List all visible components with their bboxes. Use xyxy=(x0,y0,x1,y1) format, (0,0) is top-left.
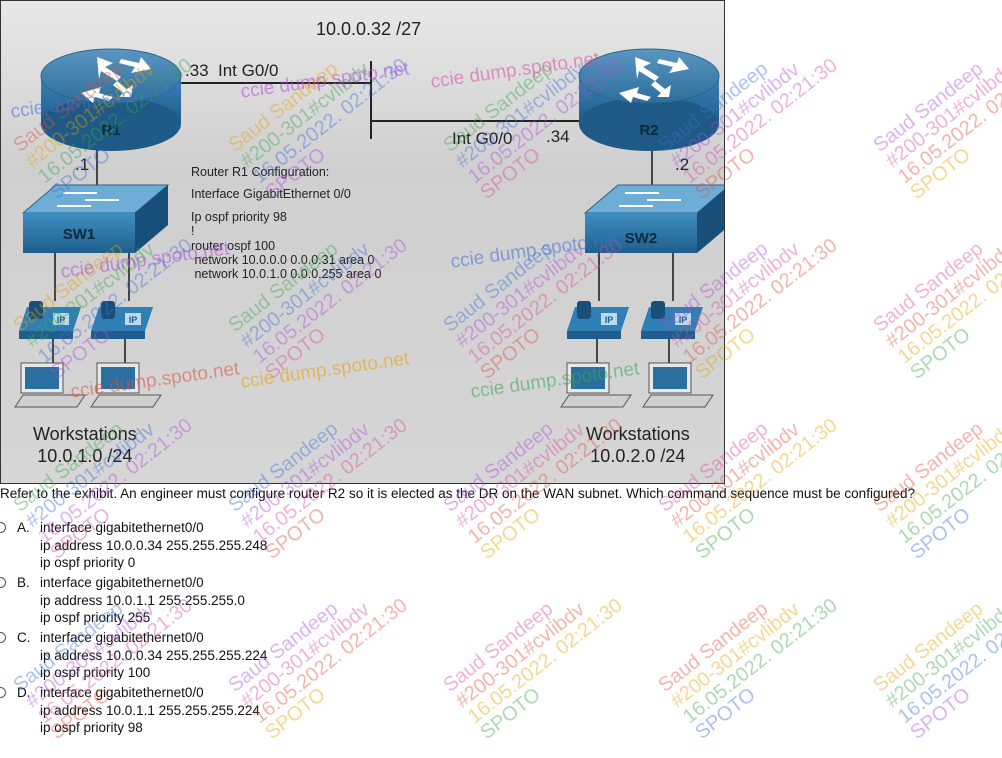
left-workstations-title: Workstations xyxy=(33,424,137,444)
radio-button-a[interactable] xyxy=(0,522,6,533)
workstation-icons xyxy=(14,362,714,408)
option-command-line: ip ospf priority 255 xyxy=(40,610,151,625)
watermark-line: SPOTO xyxy=(906,683,975,744)
r1-config-line: ! xyxy=(191,224,195,239)
watermark-line: 16.05.2022. 02:21:30 xyxy=(679,594,842,729)
watermark-line: Saud Sandeep xyxy=(869,597,988,697)
option-command-line: ip address 10.0.0.34 255.255.255.248 xyxy=(40,537,268,553)
option-commands: interface gigabitethernet0/0 ip address … xyxy=(40,519,267,572)
switch-sw1-icon: SW1 xyxy=(21,184,170,253)
watermark-line: Saud Sandeep xyxy=(869,57,988,157)
watermark-line: SPOTO xyxy=(476,683,545,744)
watermark-line: 16.05.2022. 02:21:30 xyxy=(249,594,412,729)
option-commands: interface gigabitethernet0/0 ip address … xyxy=(40,684,260,737)
network-exhibit: R1 R2 SW1 xyxy=(0,0,725,484)
watermark-line: 16.05.2022. 02:21:30 xyxy=(894,234,1002,369)
watermark-line: Saud Sandeep xyxy=(439,597,558,697)
option-command-line: interface gigabitethernet0/0 xyxy=(40,520,204,535)
r2-wan-ip-label: .34 xyxy=(546,127,570,146)
left-workstations-label: Workstations 10.0.1.0 /24 xyxy=(33,423,137,467)
option-letter: B. xyxy=(17,575,30,590)
svg-text:IP: IP xyxy=(605,315,614,325)
watermark-line: Saud Sandeep xyxy=(869,237,988,337)
topology-diagram: R1 R2 SW1 xyxy=(14,48,724,408)
watermark-line: SPOTO xyxy=(691,683,760,744)
option-command-line: ip ospf priority 100 xyxy=(40,665,151,680)
question-text: Refer to the exhibit. An engineer must c… xyxy=(0,486,915,501)
option-commands: interface gigabitethernet0/0 ip address … xyxy=(40,574,245,627)
r1-config-block: Router R1 Configuration: Interface Gigab… xyxy=(191,165,381,282)
wan-links xyxy=(179,61,579,139)
watermark-line: #200-301#cvlibdv xyxy=(881,238,1002,353)
right-workstations-title: Workstations xyxy=(586,424,690,444)
option-commands: interface gigabitethernet0/0 ip address … xyxy=(40,629,267,682)
watermark-line: #200-301#cvlibdv xyxy=(881,418,1002,533)
watermark-line: 16.05.2022. 02:21:30 xyxy=(464,594,627,729)
router-r1-icon: R1 xyxy=(40,48,182,151)
option-command-line: ip address 10.0.0.34 255.255.255.224 xyxy=(40,647,268,663)
option-command-line: interface gigabitethernet0/0 xyxy=(40,575,204,590)
option-letter: A. xyxy=(17,520,30,535)
radio-button-b[interactable] xyxy=(0,577,6,588)
watermark-line: #200-301#cvlibdv xyxy=(666,598,804,713)
r1-config-title: Router R1 Configuration: xyxy=(191,165,330,179)
r2-wan-interface-label: Int G0/0 xyxy=(452,129,513,148)
option-command-line: ip address 10.0.1.1 255.255.255.0 xyxy=(40,592,245,608)
radio-button-c[interactable] xyxy=(0,632,6,643)
r1-config-line: router ospf 100 xyxy=(191,238,276,253)
watermark-line: SPOTO xyxy=(906,143,975,204)
r1-wan-interface-label: Int G0/0 xyxy=(218,61,279,80)
watermark-line: #200-301#cvlibdv xyxy=(881,58,1002,173)
r2-name-label: R2 xyxy=(639,122,658,139)
svg-text:IP: IP xyxy=(129,315,138,325)
radio-button-d[interactable] xyxy=(0,687,6,698)
r1-config-line: Interface GigabitEthernet 0/0 xyxy=(191,187,351,202)
r2-lan-ip-label: .2 xyxy=(675,155,690,174)
lan-links xyxy=(52,147,674,363)
watermark-line: 16.05.2022. 02:21:30 xyxy=(894,54,1002,189)
r1-config-line: network 10.0.1.0 0.0.0.255 area 0 xyxy=(191,267,382,282)
r1-lan-ip-label: .1 xyxy=(75,155,90,174)
sw2-name-label: SW2 xyxy=(625,230,658,247)
option-command-line: interface gigabitethernet0/0 xyxy=(40,630,204,645)
option-command-line: ip address 10.0.1.1 255.255.255.224 xyxy=(40,702,260,718)
wan-subnet-label: 10.0.0.32 /27 xyxy=(316,19,422,39)
option-command-line: ip ospf priority 98 xyxy=(40,720,143,735)
switch-sw2-icon: SW2 xyxy=(583,184,724,253)
option-command-line: interface gigabitethernet0/0 xyxy=(40,685,204,700)
watermark-line: Saud Sandeep xyxy=(654,597,773,697)
ip-phone-icons: IP IP IP IP xyxy=(19,301,703,339)
r1-wan-ip-label: .33 xyxy=(185,61,209,80)
svg-text:IP: IP xyxy=(679,315,688,325)
watermark-line: SPOTO xyxy=(261,683,330,744)
router-r2-icon: R2 xyxy=(578,48,720,151)
option-letter: C. xyxy=(17,630,31,645)
r1-name-label: R1 xyxy=(101,122,120,139)
watermark-line: 16.05.2022. 02:21:30 xyxy=(894,594,1002,729)
svg-text:IP: IP xyxy=(57,315,66,325)
r1-config-line: network 10.0.0.0 0.0.0.31 area 0 xyxy=(191,252,375,267)
watermark-line: SPOTO xyxy=(906,323,975,384)
r1-config-line: Ip ospf priority 98 xyxy=(191,209,287,224)
option-command-line: ip ospf priority 0 xyxy=(40,555,136,570)
right-workstations-subnet: 10.0.2.0 /24 xyxy=(590,446,686,466)
left-workstations-subnet: 10.0.1.0 /24 xyxy=(37,446,133,466)
sw1-name-label: SW1 xyxy=(63,226,96,243)
watermark-line: #200-301#cvlibdv xyxy=(881,598,1002,713)
watermark-line: 16.05.2022. 02:21:30 xyxy=(894,414,1002,549)
watermark-line: #200-301#cvlibdv xyxy=(451,598,589,713)
option-letter: D. xyxy=(17,685,31,700)
right-workstations-label: Workstations 10.0.2.0 /24 xyxy=(586,423,690,467)
